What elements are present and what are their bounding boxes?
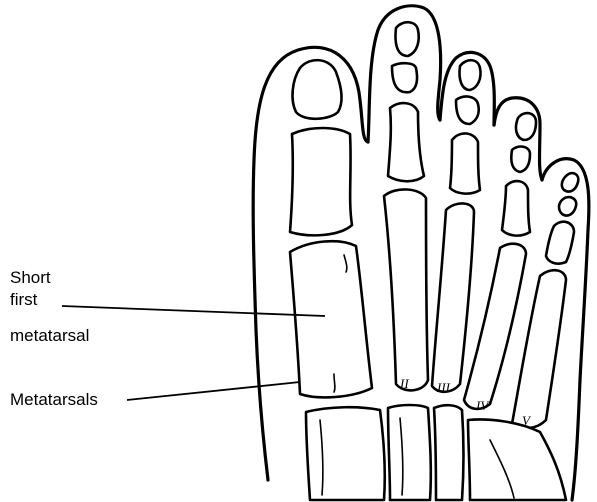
first-metatarsal	[290, 241, 372, 397]
numeral-iii: III	[436, 380, 451, 395]
label-metatarsals: Metatarsals	[10, 390, 98, 409]
leader-metatarsals	[127, 382, 300, 400]
fifth-metatarsal	[512, 270, 566, 428]
label-line-short: Short	[10, 268, 51, 287]
third-metatarsal	[432, 203, 474, 391]
label-line-metatarsal: metatarsal	[10, 326, 89, 345]
second-metatarsal	[384, 189, 428, 390]
numeral-iv: IV	[475, 398, 490, 413]
leader-short-first-metatarsal	[62, 306, 325, 316]
fourth-metatarsal	[464, 244, 526, 409]
second-toe-bones	[384, 22, 428, 390]
label-line-first: first	[10, 290, 38, 309]
hallux-distal-phalanx	[293, 60, 342, 119]
hallux-proximal-phalanx	[290, 128, 352, 235]
numeral-ii: II	[399, 376, 409, 391]
